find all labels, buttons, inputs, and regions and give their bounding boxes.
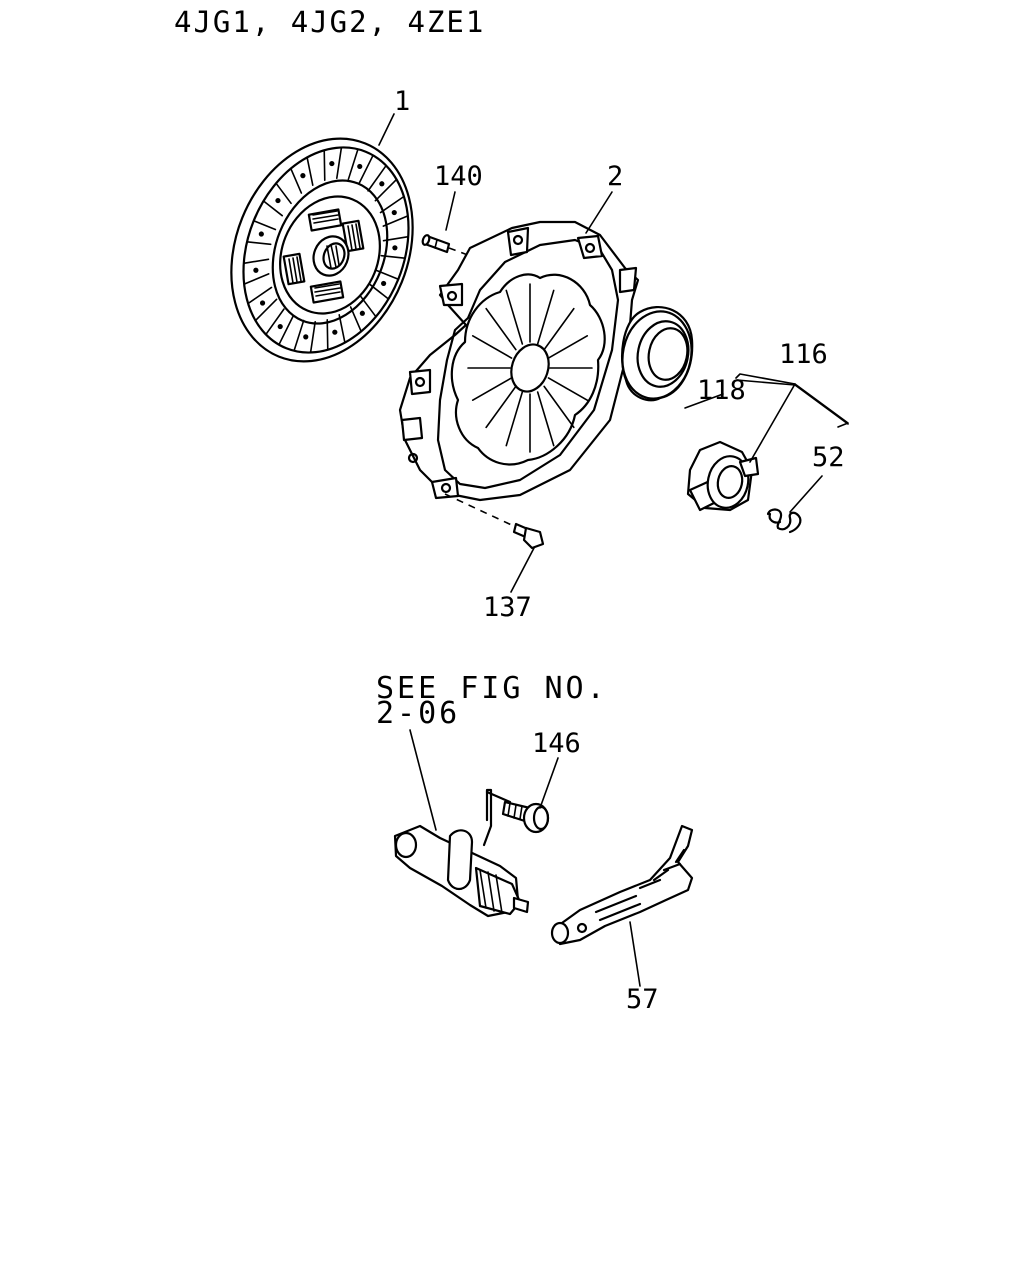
- spring-clip-52: [766, 508, 802, 534]
- callout-118: 118: [697, 375, 746, 406]
- callout-116: 116: [779, 339, 828, 370]
- reference-line-2: 2-06: [376, 696, 461, 731]
- bearing-carrier: [686, 440, 760, 512]
- release-fork-57: [550, 824, 694, 946]
- bolt-137: [444, 493, 545, 550]
- callout-140: 140: [434, 161, 483, 192]
- callout-137: 137: [483, 592, 532, 623]
- callout-146: 146: [532, 728, 581, 759]
- callout-52: 52: [812, 442, 845, 473]
- dowel-pin-140: [421, 234, 477, 259]
- slave-cylinder: [393, 788, 530, 918]
- callout-2: 2: [607, 161, 624, 192]
- diagram-title: 4JG1, 4JG2, 4ZE1: [174, 5, 486, 39]
- reference-line-1: SEE FIG NO.: [376, 671, 608, 706]
- callout-1: 1: [394, 86, 411, 117]
- release-bearing-118: [620, 305, 694, 402]
- clutch-disc: [230, 137, 414, 363]
- clutch-cover: [398, 220, 640, 502]
- leader-lines: [378, 113, 849, 987]
- callout-57: 57: [626, 984, 659, 1015]
